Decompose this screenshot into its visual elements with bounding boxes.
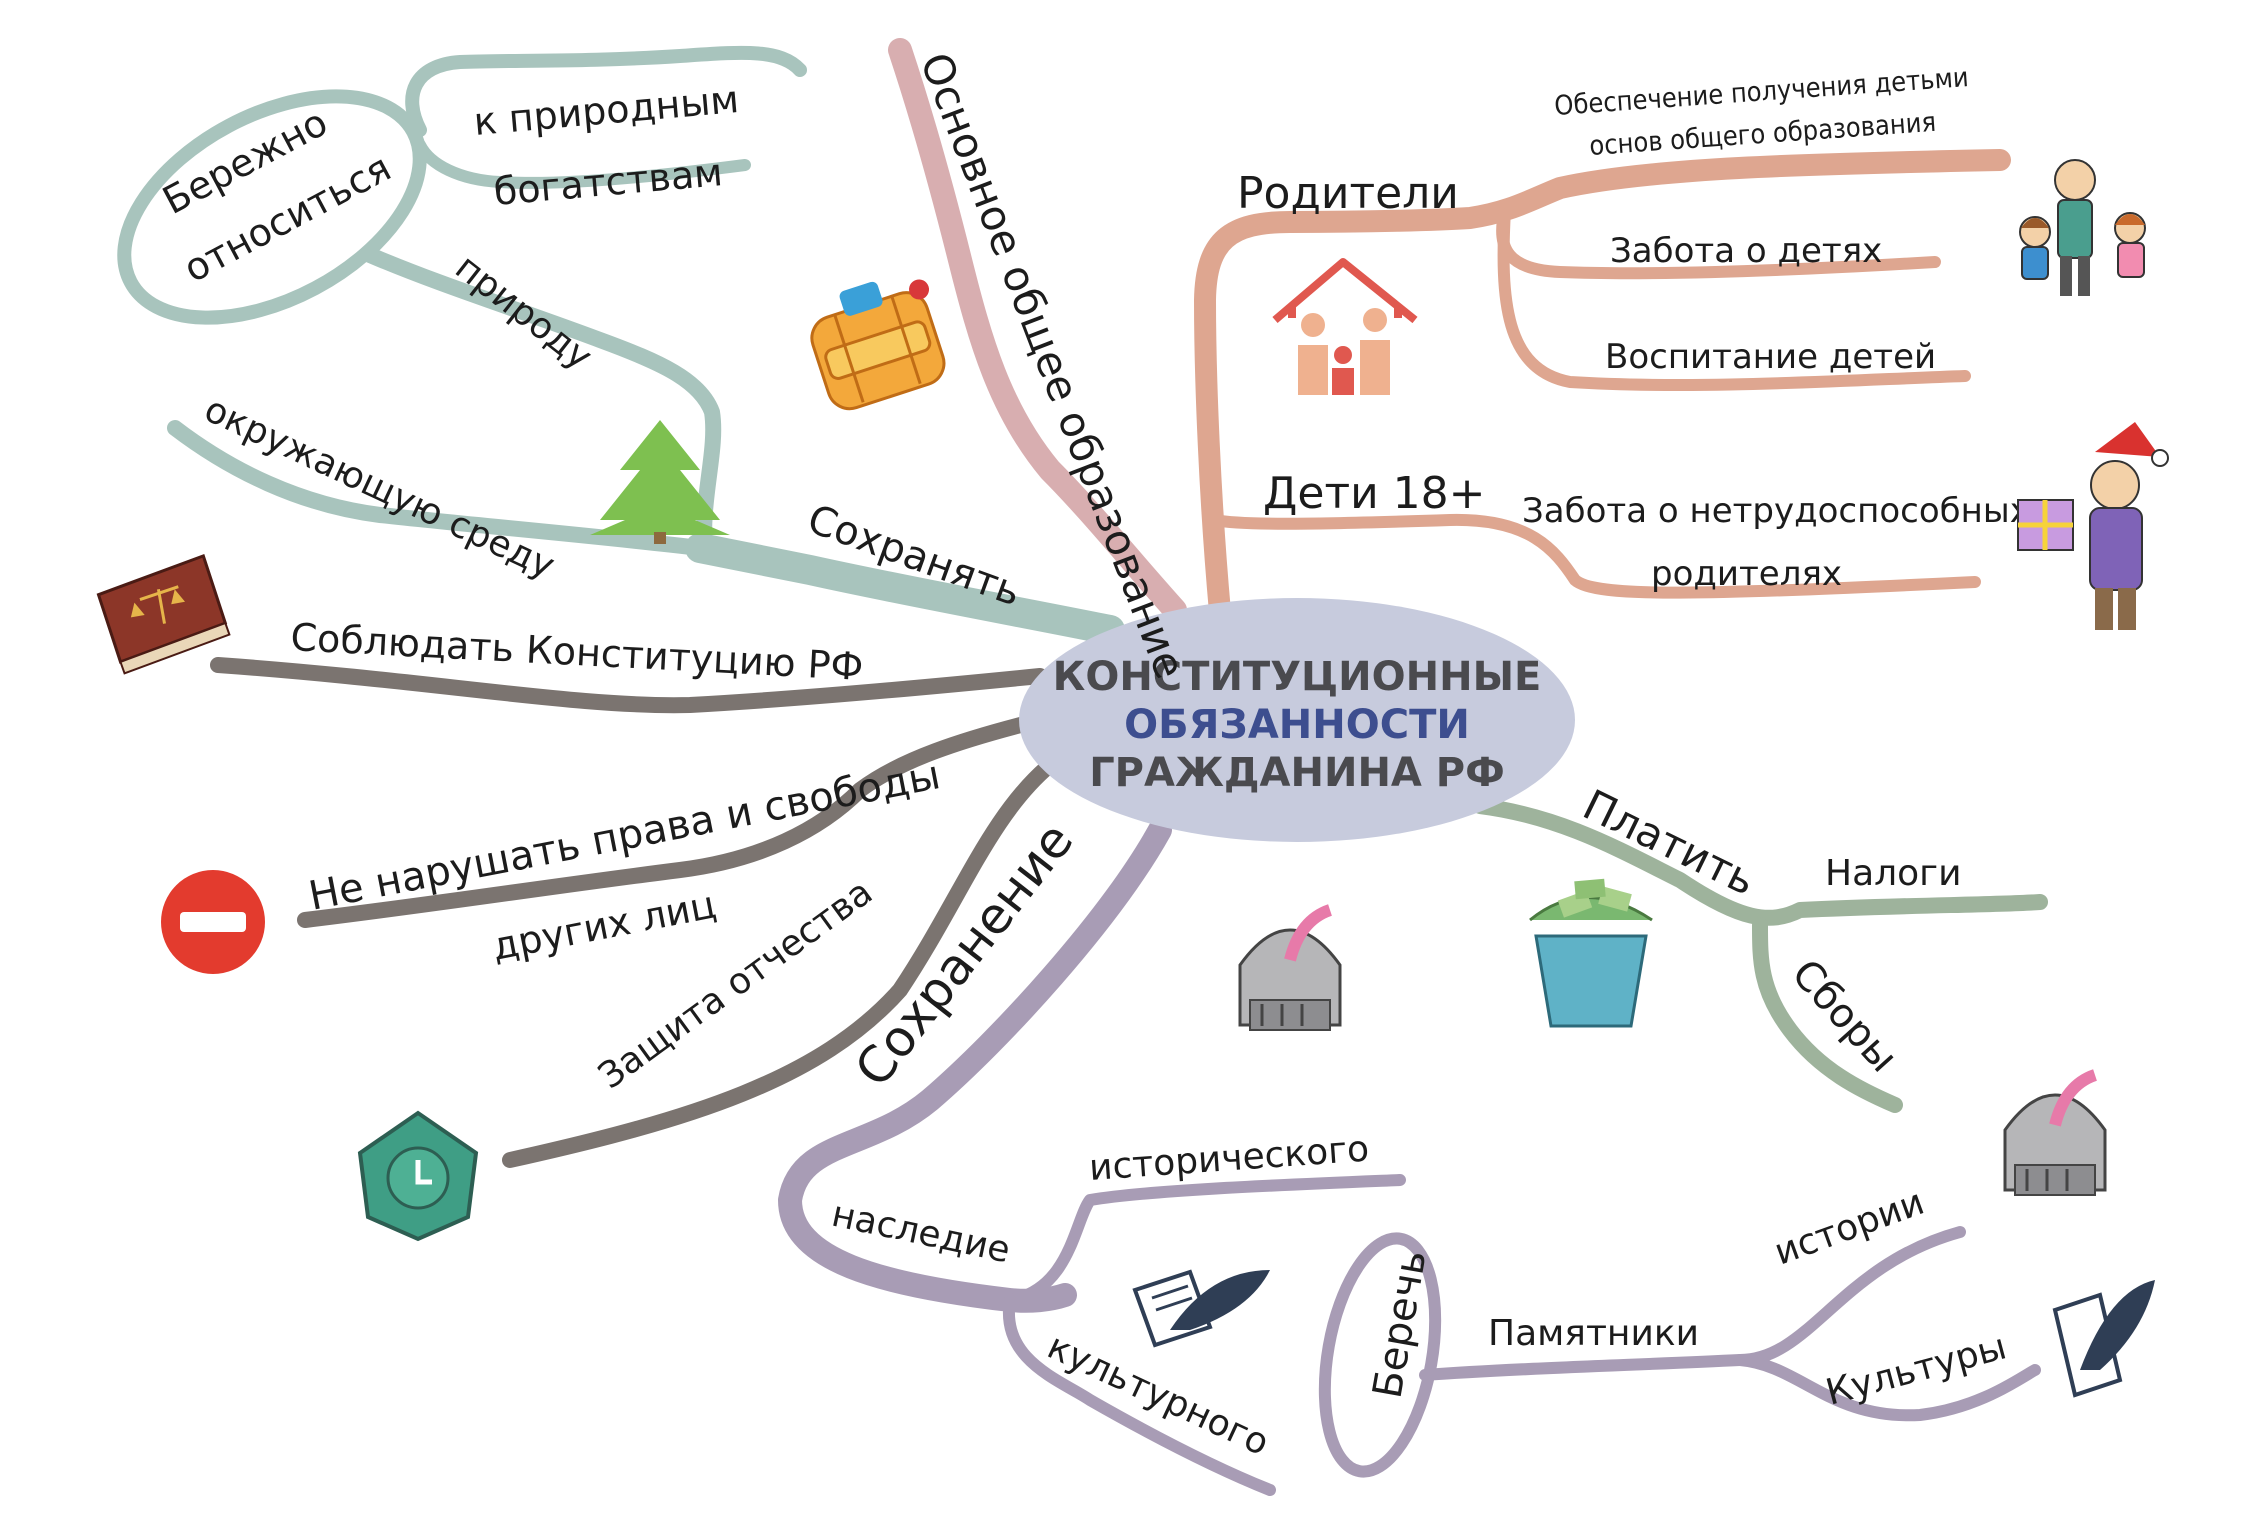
center-line-3: ГРАЖДАНИНА РФ: [1089, 750, 1505, 796]
branch-preserve: [117, 45, 1125, 645]
branch-law: [210, 657, 1058, 1168]
center-node[interactable]: КОНСТИТУЦИОННЫЕ ОБЯЗАННОСТИ ГРАЖДАНИНА Р…: [1019, 598, 1575, 842]
monuments-label: Памятники: [1488, 1313, 1699, 1354]
backpack-icon: [810, 279, 946, 411]
center-line-1: КОНСТИТУЦИОННЫЕ: [1053, 654, 1542, 700]
parents-label: Родители: [1237, 168, 1459, 219]
nature-label: природу: [447, 247, 599, 378]
pay-item-fees: Сборы: [1783, 951, 1907, 1081]
adult-children-label: Дети 18+: [1263, 468, 1486, 519]
family-house-icon: [1272, 258, 1418, 395]
money-bucket-icon: [1529, 878, 1653, 1028]
family-people-icon: [2019, 159, 2146, 296]
santa-gift-icon: [2017, 422, 2169, 630]
knight-helmet-icon: [1238, 904, 1342, 1031]
branch-heritage: [778, 818, 2041, 1496]
adult-children-line-1: Забота о нетрудоспособных: [1522, 491, 2030, 531]
branch-pay: [1472, 798, 2048, 1113]
shield-icon: [357, 1110, 479, 1242]
quill-paper-icon: [2052, 1280, 2155, 1398]
branch-education: [888, 38, 1187, 622]
quill-paper-icon: [1132, 1269, 1270, 1348]
no-entry-icon: [161, 870, 265, 974]
branch-family: [1194, 149, 2011, 623]
knight-helmet-icon: [2003, 1069, 2107, 1196]
tree-icon: [590, 420, 730, 544]
environment-label: окружающую среду: [198, 389, 560, 587]
law-book-icon: [96, 553, 231, 675]
adult-children-line-2: родителях: [1651, 554, 1842, 594]
resources-label-2: богатствам: [492, 150, 724, 214]
center-line-2: ОБЯЗАННОСТИ: [1124, 702, 1470, 748]
parents-item-upbringing: Воспитание детей: [1605, 337, 1936, 377]
center-ellipse: [1019, 598, 1575, 842]
pay-item-taxes: Налоги: [1825, 853, 1961, 894]
resources-label-1: к природным: [472, 77, 741, 144]
parents-item-care: Забота о детях: [1610, 231, 1882, 271]
